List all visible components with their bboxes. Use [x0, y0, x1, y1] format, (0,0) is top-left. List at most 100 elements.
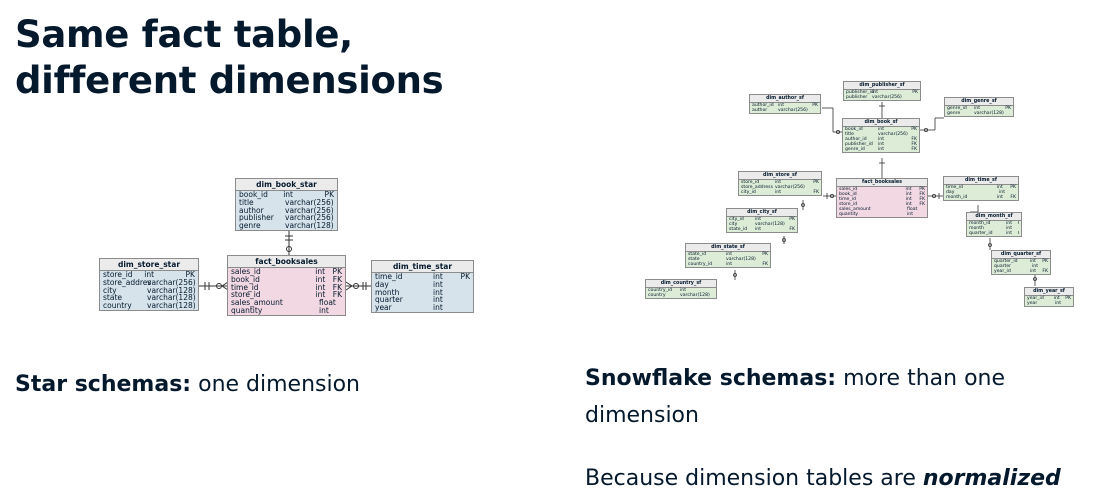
column-key: PK	[1018, 221, 1019, 226]
column-key: FK	[1010, 195, 1016, 200]
column-name: city_id	[729, 217, 744, 222]
column-type: int	[905, 197, 912, 202]
column-name: city	[729, 222, 738, 227]
column-name: country_id	[648, 288, 673, 293]
column-type: int	[315, 267, 326, 276]
column-key: FK	[332, 282, 342, 292]
column-key: PK	[789, 217, 795, 222]
column-name: country	[648, 293, 666, 298]
column-name: author	[239, 205, 264, 215]
column-name: store_id	[741, 180, 760, 185]
table-title: dim_state_sf	[686, 244, 770, 252]
column-name: city_id	[741, 190, 756, 195]
table-title: dim_time_sf	[944, 177, 1018, 185]
table-dim-country-sf: dim_country_sfcountry_idintPKcountryvarc…	[645, 279, 717, 299]
column-type: varchar(128)	[680, 293, 710, 298]
column-name: quantity	[839, 212, 859, 217]
column-key: PK	[1005, 106, 1011, 111]
column-type: int	[878, 147, 884, 152]
table-title: fact_booksales	[837, 179, 927, 187]
column-type: varchar(256)	[878, 132, 908, 137]
column-key	[328, 222, 334, 230]
column-type: int	[433, 272, 443, 281]
table-title: dim_store_star	[100, 259, 198, 271]
column-type: int	[1053, 296, 1060, 301]
column-key	[1004, 111, 1011, 116]
column-key	[1067, 301, 1071, 306]
column-name: store_id	[839, 202, 858, 207]
column-key	[921, 212, 925, 217]
column-type: int	[907, 212, 913, 217]
column-name: month	[375, 287, 400, 297]
table-title: dim_month_sf	[967, 213, 1021, 221]
column-type: int	[315, 290, 326, 300]
column-key: PK	[813, 180, 819, 185]
column-name: year_id	[1027, 296, 1044, 301]
column-key: FK	[919, 197, 925, 202]
column-name: quarter	[994, 264, 1012, 269]
column-key	[908, 95, 918, 100]
column-name: time_id	[946, 185, 963, 190]
column-key	[455, 296, 470, 304]
column-type: int	[872, 90, 878, 95]
column-type: int	[878, 137, 884, 142]
column-name: quarter_id	[994, 259, 1018, 264]
column-key: FK	[911, 142, 917, 147]
table-column-row: quantity int	[837, 212, 927, 217]
column-type: int	[1032, 264, 1038, 269]
column-name: genre_id	[845, 147, 865, 152]
column-name: country	[103, 301, 132, 311]
column-name: sales_id	[839, 187, 858, 192]
column-key	[337, 299, 342, 307]
column-type: int	[905, 192, 912, 197]
column-type: varchar(256)	[775, 185, 805, 190]
star-caption-bold: Star schemas:	[15, 372, 192, 397]
table-title: dim_city_sf	[727, 209, 797, 217]
table-title: dim_time_star	[372, 261, 473, 273]
column-type: int	[1006, 231, 1012, 236]
column-key: FK	[332, 290, 342, 300]
table-title: dim_publisher_sf	[844, 82, 920, 90]
column-type: int	[1006, 221, 1012, 226]
table-title: dim_quarter_sf	[992, 251, 1050, 259]
column-type: int	[1029, 259, 1036, 264]
column-type: int	[996, 195, 1003, 200]
column-name: author_id	[752, 103, 774, 108]
column-key: FK	[919, 192, 925, 197]
column-key: PK	[911, 127, 917, 132]
table-title: dim_country_sf	[646, 280, 716, 288]
column-key	[455, 289, 470, 297]
column-type: int	[905, 187, 912, 192]
column-name: publisher_id	[846, 90, 874, 95]
column-key	[337, 307, 342, 315]
column-type: varchar(128)	[147, 293, 196, 303]
star-caption-text: one dimension	[191, 372, 360, 397]
column-type: float	[907, 207, 918, 212]
column-type: int	[726, 262, 732, 267]
